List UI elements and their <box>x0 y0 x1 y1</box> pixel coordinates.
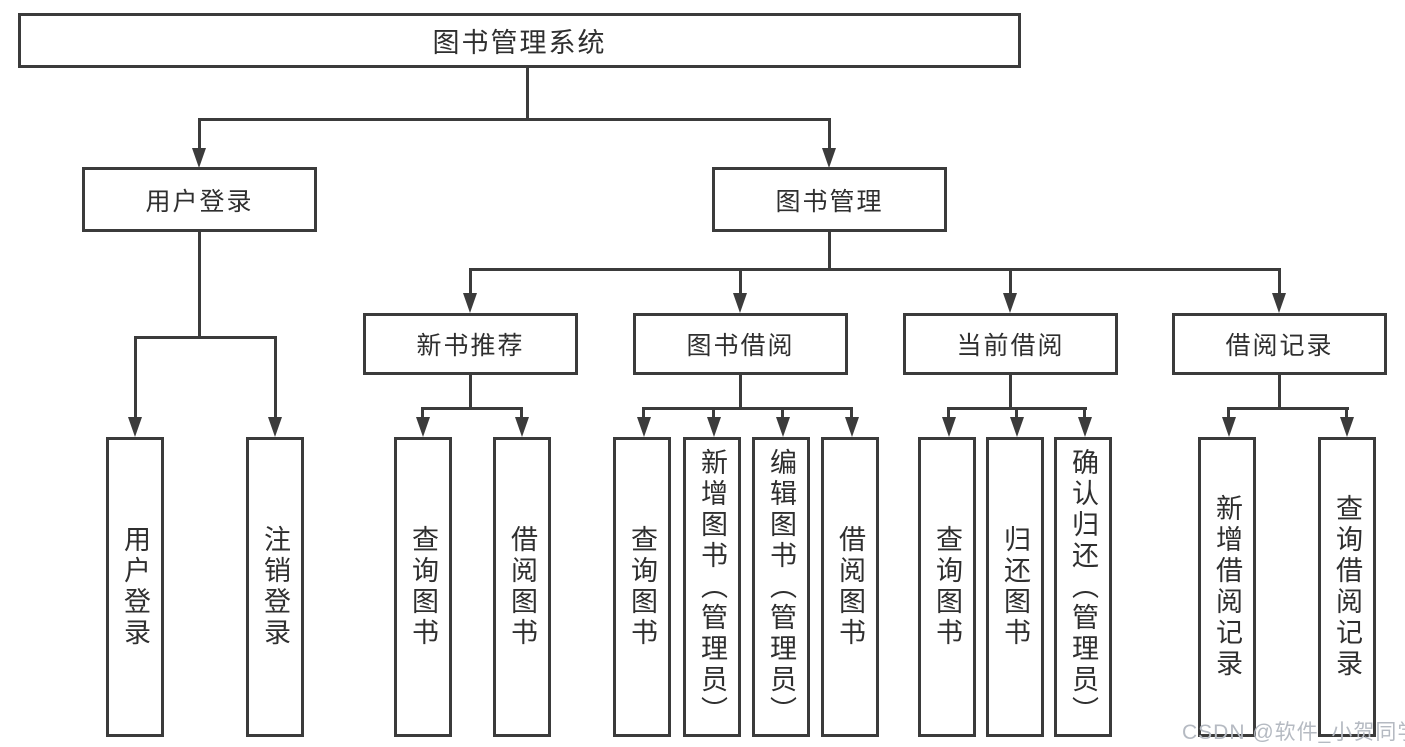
arrow-down-icon <box>192 148 206 168</box>
arrow-down-icon <box>707 417 721 437</box>
connector-leaf-drop <box>1227 407 1230 421</box>
leaf-logout: 注销登录 <box>246 437 304 737</box>
connector-leaf-drop <box>850 407 853 421</box>
connector-node-drop <box>1278 268 1281 296</box>
connector-leaf-drop <box>274 336 277 421</box>
arrow-down-icon <box>416 417 430 437</box>
leaf-borrow-books-recommend: 借阅图书 <box>493 437 551 737</box>
connector-records-stem <box>1278 375 1281 407</box>
node-label: 当前借阅 <box>956 332 1065 360</box>
connector-borrowing-rail <box>643 407 853 410</box>
connector-leaf-drop <box>1345 407 1348 421</box>
connector-leaf-drop <box>947 407 950 421</box>
arrow-down-icon <box>637 417 651 437</box>
arrow-down-icon <box>1078 417 1092 437</box>
node-new-book-recommendation: 新书推荐 <box>363 313 578 375</box>
connector-book-mgmt-drop <box>828 118 831 150</box>
leaf-add-books-admin: 新增图书（管理员） <box>683 437 741 737</box>
connector-user-login-drop <box>198 118 201 150</box>
leaf-return-books: 归还图书 <box>986 437 1044 737</box>
arrow-down-icon <box>822 148 836 168</box>
connector-leaf-drop <box>421 407 424 421</box>
arrow-down-icon <box>1003 293 1017 313</box>
connector-leaf-drop <box>781 407 784 421</box>
connector-new-book-rail <box>422 407 523 410</box>
node-label: 用户登录 <box>145 187 254 216</box>
leaf-user-login: 用户登录 <box>106 437 164 737</box>
connector-current-stem <box>1009 375 1012 407</box>
connector-book-mgmt-rail <box>469 268 1281 271</box>
arrow-down-icon <box>515 417 529 437</box>
node-label: 图书管理系统 <box>432 28 607 58</box>
connector-leaf-drop <box>520 407 523 421</box>
connector-leaf-drop <box>642 407 645 421</box>
connector-leaf-drop <box>1083 407 1086 421</box>
node-label: 图书管理 <box>775 187 884 216</box>
arrow-down-icon <box>128 417 142 437</box>
arrow-down-icon <box>845 417 859 437</box>
connector-root-rail <box>198 118 831 121</box>
node-label: 新书推荐 <box>416 332 525 360</box>
connector-new-book-stem <box>469 375 472 407</box>
arrow-down-icon <box>942 417 956 437</box>
node-library-management-system: 图书管理系统 <box>18 13 1021 68</box>
node-label: 图书借阅 <box>686 332 795 360</box>
leaf-borrow-books: 借阅图书 <box>821 437 879 737</box>
connector-leaf-drop <box>134 336 137 421</box>
csdn-watermark: CSDN @软件_小贺同学 <box>1182 721 1405 744</box>
arrow-down-icon <box>268 417 282 437</box>
connector-records-rail <box>1228 407 1349 410</box>
connector-leaf-drop <box>1015 407 1018 421</box>
connector-leaf-drop <box>712 407 715 421</box>
leaf-add-borrow-record: 新增借阅记录 <box>1198 437 1256 737</box>
arrow-down-icon <box>1340 417 1354 437</box>
arrow-down-icon <box>1272 293 1286 313</box>
arrow-down-icon <box>1010 417 1024 437</box>
arrow-down-icon <box>463 293 477 313</box>
arrow-down-icon <box>776 417 790 437</box>
connector-book-mgmt-stem <box>828 232 831 268</box>
node-borrowing-records: 借阅记录 <box>1172 313 1387 375</box>
arrow-down-icon <box>1222 417 1236 437</box>
arrow-down-icon <box>733 293 747 313</box>
node-label: 借阅记录 <box>1225 332 1334 360</box>
node-user-login: 用户登录 <box>82 167 317 232</box>
connector-node-drop <box>1009 268 1012 296</box>
node-book-management: 图书管理 <box>712 167 947 232</box>
leaf-query-books-borrow: 查询图书 <box>613 437 671 737</box>
connector-node-drop <box>739 268 742 296</box>
node-book-borrowing: 图书借阅 <box>633 313 848 375</box>
connector-root-stem <box>526 68 529 118</box>
node-current-borrowing: 当前借阅 <box>903 313 1118 375</box>
connector-node-drop <box>469 268 472 296</box>
connector-user-login-stem <box>198 232 201 336</box>
leaf-edit-books-admin: 编辑图书（管理员） <box>752 437 810 737</box>
connector-borrowing-stem <box>739 375 742 407</box>
connector-user-login-rail <box>134 336 277 339</box>
leaf-query-borrow-record: 查询借阅记录 <box>1318 437 1376 737</box>
leaf-query-books-recommend: 查询图书 <box>394 437 452 737</box>
leaf-query-books-current: 查询图书 <box>918 437 976 737</box>
leaf-confirm-return-admin: 确认归还（管理员） <box>1054 437 1112 737</box>
